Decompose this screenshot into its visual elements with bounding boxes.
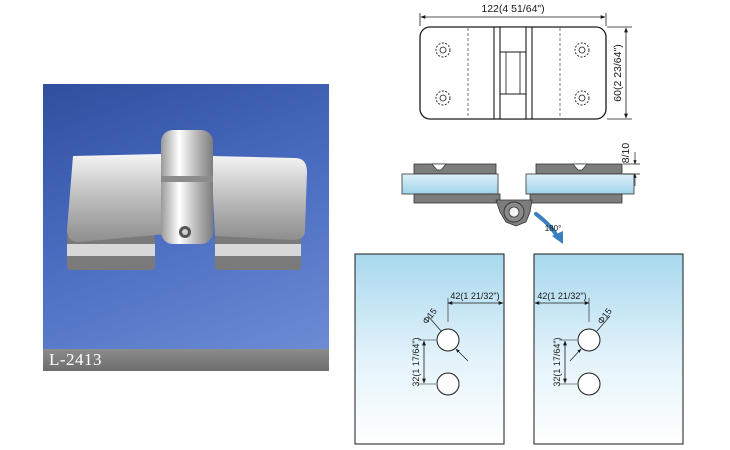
hinge-photo-illustration	[67, 130, 307, 270]
mounting-hole-lower-left-panel	[436, 372, 460, 396]
clamp-bottom-left	[413, 193, 501, 204]
thickness-dimension-label: 8/10	[620, 143, 632, 164]
screw-hole-bottom-left	[435, 90, 451, 106]
side-view: 8/10 180°	[401, 143, 640, 244]
mounting-hole-upper-right-panel	[577, 328, 601, 352]
screw-hole-top-right	[574, 42, 590, 58]
hinge-plate-left	[67, 154, 167, 242]
glass-panel-right: 42(1 21/32") Φ15 32(1 17/64")	[533, 253, 684, 445]
width-dimension-label: 122(4 51/64")	[481, 3, 544, 15]
screw-hole-bottom-right	[574, 90, 590, 106]
hinge-knuckle-top	[499, 26, 527, 120]
countersink-left	[431, 163, 447, 171]
clamp-top-left	[413, 163, 497, 175]
glass-side-left	[401, 173, 499, 195]
hole-spacing-label-left: 32(1 17/64")	[411, 337, 421, 386]
glass-side-right	[525, 173, 635, 195]
clamp-bottom-right	[529, 193, 623, 204]
product-code: L-2413	[49, 350, 103, 369]
glass-panel-left: 42(1 21/32") Φ15 32(1 17/64")	[354, 253, 505, 445]
right-edge-offset-label: 42(1 21/32")	[537, 291, 586, 301]
mounting-hole-upper-left-panel	[436, 328, 460, 352]
rotation-angle-label: 180°	[545, 224, 562, 233]
countersink-right	[572, 163, 588, 171]
product-code-strip: L-2413	[43, 349, 329, 371]
height-dimension-label: 60(2 23/64")	[612, 44, 624, 101]
left-edge-offset-label: 42(1 21/32")	[450, 291, 499, 301]
product-photo: L-2413	[43, 84, 329, 371]
hinge-knuckle	[161, 130, 213, 244]
mounting-hole-lower-right-panel	[577, 372, 601, 396]
top-view: 122(4 51/64") 60(2 23/64")	[419, 3, 632, 120]
screw-hole-top-left	[435, 42, 451, 58]
hole-spacing-label-right: 32(1 17/64")	[552, 337, 562, 386]
hinge-plate-right	[211, 156, 307, 240]
